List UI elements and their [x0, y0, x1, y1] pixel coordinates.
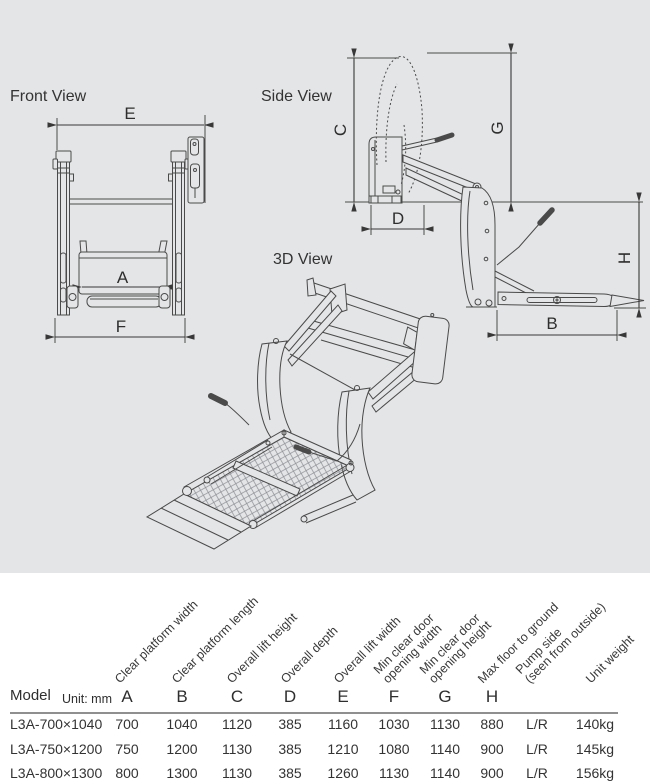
- column-letter-e: E: [337, 687, 349, 706]
- dim-label-c: C: [331, 124, 350, 136]
- side-view-title: Side View: [261, 88, 332, 105]
- table-cell: 385: [278, 765, 302, 781]
- front-view-title: Front View: [10, 88, 87, 105]
- model-cell: L3A-700×1040: [10, 716, 103, 732]
- table-cell: 1210: [327, 741, 359, 757]
- table-cell: 700: [115, 716, 139, 732]
- table-cell: 385: [278, 741, 302, 757]
- table-cell: 1130: [429, 716, 461, 732]
- table-cell: 156kg: [575, 765, 615, 781]
- table-cell: 1130: [221, 765, 253, 781]
- table-cell: 1140: [429, 765, 461, 781]
- table-cell: L/R: [526, 765, 548, 781]
- table-cell: L/R: [526, 716, 548, 732]
- column-letter-d: D: [283, 687, 297, 706]
- column-letter-c: C: [230, 687, 244, 706]
- dim-label-g: G: [488, 121, 507, 134]
- control-panel: [187, 136, 205, 204]
- dim-label-e: E: [124, 104, 135, 123]
- model-cell: L3A-800×1300: [10, 765, 103, 781]
- three-d-view-drawing: [145, 277, 450, 550]
- table-cell: 1030: [378, 716, 410, 732]
- dim-label-h: H: [615, 252, 634, 264]
- dim-label-a: A: [117, 268, 129, 287]
- three-d-view-title: 3D View: [273, 251, 333, 268]
- model-cell: L3A-750×1200: [10, 741, 103, 757]
- table-cell: 385: [278, 716, 302, 732]
- column-letter-a: A: [121, 687, 133, 706]
- model-column-header: Model: [10, 687, 51, 704]
- side-view-drawing: C G: [331, 43, 646, 341]
- table-cell: 1120: [221, 716, 253, 732]
- table-cell: 1200: [166, 741, 198, 757]
- table-cell: 1260: [327, 765, 359, 781]
- dim-label-f: F: [116, 317, 126, 336]
- table-cell: 1130: [378, 765, 410, 781]
- table-cell: 880: [480, 716, 504, 732]
- technical-drawing-area: E: [0, 0, 650, 573]
- column-letter-g: G: [438, 687, 452, 706]
- table-cell: L/R: [526, 741, 548, 757]
- dim-label-d: D: [392, 209, 404, 228]
- lift-technical-drawing: E: [45, 43, 646, 550]
- unit-label: Unit: mm: [62, 692, 112, 706]
- dim-label-b: B: [546, 314, 557, 333]
- table-cell: 1160: [327, 716, 359, 732]
- table-cell: 145kg: [575, 741, 615, 757]
- column-letter-f: F: [388, 687, 400, 706]
- table-cell: 1040: [166, 716, 198, 732]
- spec-table: Clear platform width Clear platform leng…: [0, 573, 650, 783]
- table-cell: 1140: [429, 741, 461, 757]
- table-cell: 1130: [221, 741, 253, 757]
- header-separator-line: [10, 712, 618, 714]
- column-header-unit-weight: Unit weight: [583, 632, 637, 686]
- pump-box: [402, 313, 450, 385]
- table-cell: 1300: [166, 765, 198, 781]
- table-cell: 900: [480, 741, 504, 757]
- column-letter-h: H: [485, 687, 499, 706]
- table-cell: 900: [480, 765, 504, 781]
- column-letter-b: B: [176, 687, 188, 706]
- table-cell: 750: [115, 741, 139, 757]
- table-cell: 140kg: [575, 716, 615, 732]
- front-view-drawing: E: [45, 104, 214, 343]
- table-cell: 1080: [378, 741, 410, 757]
- table-cell: 800: [115, 765, 139, 781]
